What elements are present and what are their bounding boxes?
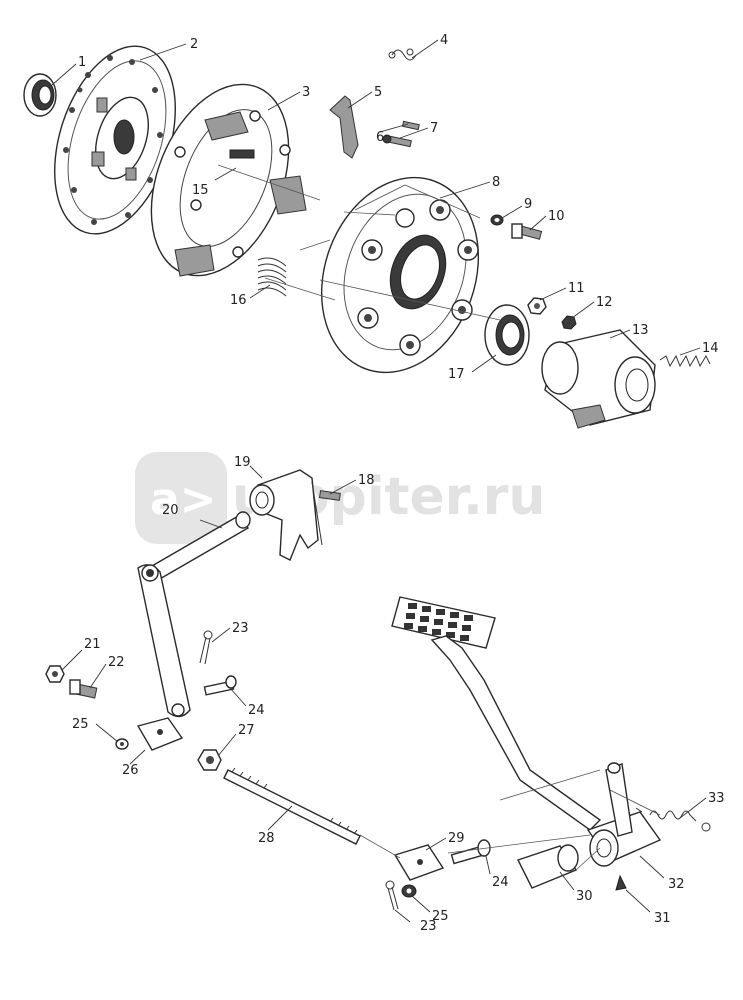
washer-9 [490,214,504,226]
callout-23-top: 23 [232,621,249,636]
callout-11: 11 [568,281,585,296]
callout-3: 3 [302,85,310,100]
callout-28: 28 [258,831,275,846]
pressure-plate [150,83,307,277]
callout-33: 33 [708,791,725,806]
callout-8: 8 [492,175,500,190]
watermark: a> utopiter.ru [135,452,545,544]
callout-20: 20 [162,503,179,518]
callout-labels: 1 2 3 4 5 6 7 8 9 10 11 12 13 14 15 16 1… [72,33,725,934]
grease-fitting [615,874,627,891]
callout-2: 2 [190,37,198,52]
callout-29: 29 [448,831,465,846]
callout-4: 4 [440,33,448,48]
release-fork [249,469,323,561]
spring-clip [388,48,417,61]
bolt-22 [69,679,98,699]
callout-16: 16 [230,293,247,308]
callout-24-top: 24 [248,703,265,718]
callout-23-bottom: 23 [420,919,437,934]
assembly-lines [217,164,661,871]
callout-10: 10 [548,209,565,224]
callout-27: 27 [238,723,255,738]
callout-17: 17 [448,367,465,382]
lever-pin [401,120,420,131]
eye-bolt [382,134,412,148]
washer-25-top [115,738,129,750]
pedal-bushing [517,844,579,889]
clutch-pedal [391,596,602,831]
callout-21: 21 [84,637,101,652]
callout-24-bottom: 24 [492,875,509,890]
callout-31: 31 [654,911,671,926]
leader-lines [51,39,707,923]
cotter-pin-top [199,630,213,665]
clutch-disc [54,45,176,235]
callout-25-top: 25 [72,717,89,732]
cotter-pin-bottom [385,880,399,911]
callout-18: 18 [358,473,375,488]
callout-13: 13 [632,323,649,338]
callout-7: 7 [430,121,438,136]
watermark-logo-text: a> [150,474,217,525]
callout-30: 30 [576,889,593,904]
bolt-10 [511,223,543,240]
nut-11 [527,297,547,315]
callout-15: 15 [192,183,209,198]
release-lever [329,95,359,159]
clutch-lever [137,564,191,718]
callout-14: 14 [702,341,719,356]
adjusting-rod [223,767,361,845]
callout-5: 5 [374,85,382,100]
nut-12 [561,315,577,330]
callout-9: 9 [524,197,532,212]
callout-6: 6 [376,130,384,145]
release-bearing [484,304,530,366]
pressure-spring [257,257,287,297]
release-shaft [143,511,251,581]
return-spring-14 [659,354,711,368]
fork-pin [318,490,341,501]
callout-26: 26 [122,763,139,778]
callout-19: 19 [234,455,251,470]
clevis-bottom [393,844,445,881]
release-bearing-sleeve [541,329,656,429]
clevis-pin-top [203,675,237,696]
nut-27 [197,749,222,771]
callout-22: 22 [108,655,125,670]
clevis-top [136,717,184,751]
clutch-cover [320,176,480,374]
nut-21 [45,665,65,683]
clevis-pin-bottom [450,839,491,865]
pedal-hub [586,762,662,867]
washer-25-bottom [401,884,417,898]
callout-25-bottom: 25 [432,909,449,924]
callout-1: 1 [78,55,86,70]
callout-32: 32 [668,877,685,892]
pilot-bearing [23,73,57,117]
callout-12: 12 [596,295,613,310]
